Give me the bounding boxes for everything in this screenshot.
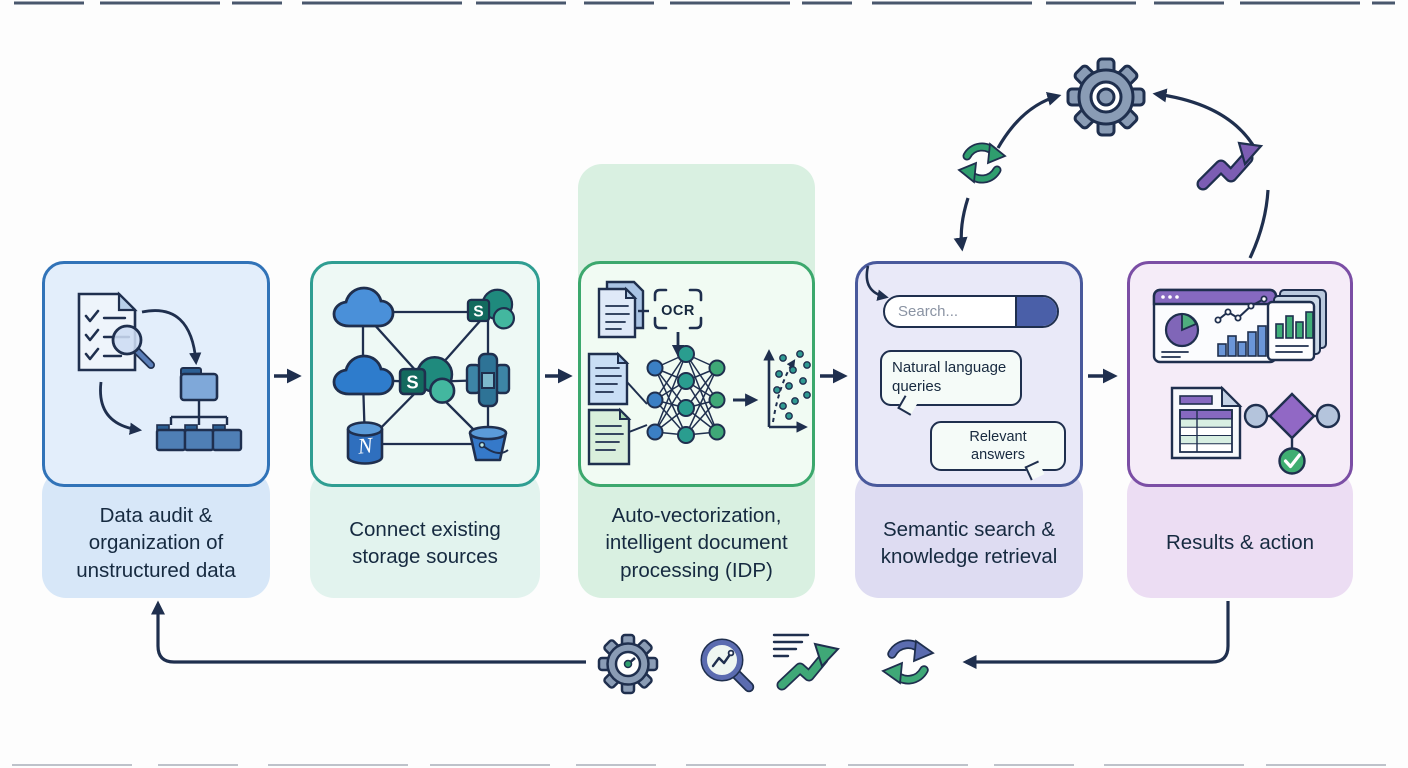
idp-illustration: OCR [587,280,811,466]
magnifier-icon [111,324,155,369]
curved-arrow-to-tree [99,381,143,435]
stage-2-label: Connect existing storage sources [349,517,501,568]
stage-4-panel [855,470,1083,598]
folder-tree-icon [155,367,243,452]
search-analytics-icon [700,638,755,693]
storage-network-illustration: S S N [332,286,516,465]
arc-refresh-to-gear [996,92,1062,149]
document-green-icon [587,407,632,466]
doc-to-nn-link [628,424,648,433]
stacked-documents-icon [597,280,645,339]
table-document-icon [1170,385,1243,460]
feedback-loop-left [150,600,586,664]
arc-stage5-to-trend [1248,189,1270,259]
stage-2-panel [310,470,540,598]
search-button [886,297,1057,326]
sharepoint-central-icon: S [398,355,456,404]
gear-gauge-icon [597,633,659,695]
ocr-badge: OCR [661,303,695,319]
bucket-icon [468,425,509,462]
doc-to-nn-link [626,381,648,405]
results-illustration [1152,288,1341,475]
stage-1-label: Data audit & organization of unstructure… [76,504,236,582]
stage-1-panel [42,470,270,598]
database-cylinder-icon: N [346,421,384,465]
cloud-icon [332,286,395,328]
document-blue-icon [587,351,630,406]
search-placeholder: Search... [898,303,959,320]
arc-trend-to-gear [1152,88,1258,151]
dashboard-icon [1152,288,1278,364]
answer-bubble-text: Relevant answers [969,429,1027,464]
bubble-tail [897,394,918,416]
refresh-icon [957,142,1007,184]
gear-icon [1066,57,1146,137]
search-input: Search... [883,295,1059,328]
feedback-loop-right [962,601,1230,670]
stage-3-iconbox: OCR [578,261,815,487]
bubble-tail [1024,460,1045,481]
sharepoint-glyph: S [406,372,418,393]
curved-arrow-to-folder [141,309,202,366]
stage-1-iconbox [42,261,270,487]
query-bubble: Natural language queries [880,350,1022,416]
stage-5-iconbox [1127,261,1353,487]
trend-arrow-icon [1196,141,1264,191]
report-stack-icon [1266,289,1327,362]
query-to-answer-arrow [865,265,889,301]
query-bubble-text: Natural language queries [892,359,1007,395]
check-icon [1283,453,1302,469]
arc-refresh-to-stage4 [953,197,970,252]
search-icon [886,298,904,316]
stage-3-label: Auto-vectorization, intelligent document… [605,504,788,582]
neural-network-icon [646,345,726,444]
stage-2-iconbox: S S N [310,261,540,487]
stage-5-label: Results & action [1165,531,1315,555]
refresh-cycle-icon [881,639,935,685]
growth-chart-icon [772,633,840,691]
onedrive-cloud-icon [332,354,395,396]
sharepoint-glyph: S [473,303,483,320]
ocr-frame [653,288,703,330]
database-glyph: N [356,432,376,459]
data-audit-illustration [77,291,243,452]
scatter-plot-icon [763,349,811,433]
sharepoint-icon: S [466,288,516,330]
stage-4-iconbox: Search... Natural language queries Relev… [855,261,1083,487]
stage-4-label: Semantic search & knowledge retrieval [880,517,1058,568]
stage-5-panel [1127,470,1353,598]
flowchart-icon [1243,392,1341,475]
answer-bubble: Relevant answers [930,421,1066,481]
database-server-icon [465,352,511,408]
